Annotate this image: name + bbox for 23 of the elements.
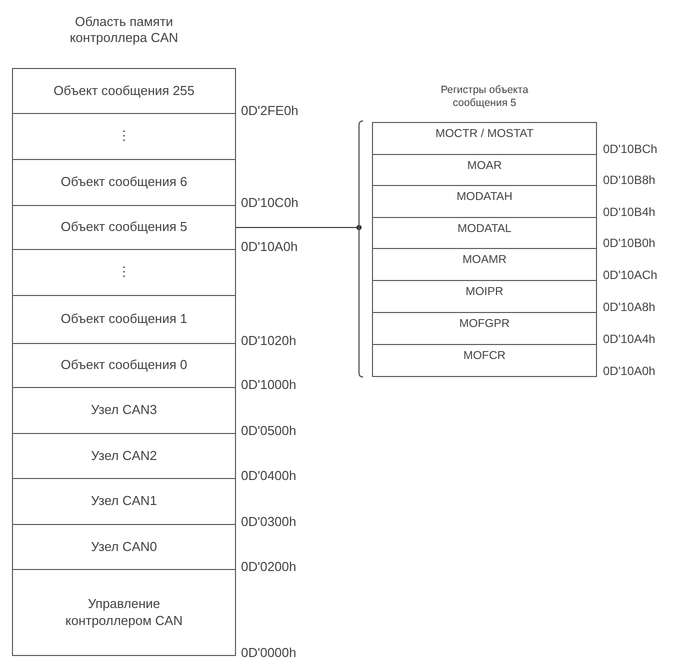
connector-line	[236, 224, 362, 230]
address-label: 0D'10B4h	[603, 205, 656, 219]
address-label: 0D'10BCh	[603, 142, 658, 156]
address-label: 0D'0200h	[241, 559, 296, 574]
group-heading: Регистры объекта сообщения 5	[440, 84, 530, 110]
address-label: 0D'10A4h	[603, 332, 656, 346]
address-label: 0D'10ACh	[603, 268, 658, 282]
address-label: 0D'0000h	[241, 645, 296, 658]
address-label: 0D'10B0h	[603, 236, 656, 250]
address-label: 0D'0400h	[241, 468, 296, 483]
address-label: 0D'10B8h	[603, 173, 656, 187]
address-label: 0D'10A8h	[603, 300, 656, 314]
memory-row: ⋮	[12, 113, 236, 160]
address-label: 0D'0300h	[241, 514, 296, 529]
address-label: 0D'1020h	[241, 333, 296, 348]
address-label: 0D'0500h	[241, 423, 296, 438]
address-label: 0D'10A0h	[241, 239, 298, 254]
address-label: 0D'10A0h	[603, 364, 656, 378]
address-label: 0D'2FE0h	[241, 103, 298, 118]
group-heading: Область памяти контроллера CAN	[68, 14, 180, 46]
address-label: 0D'10C0h	[241, 195, 298, 210]
memory-row: ⋮	[12, 249, 236, 296]
address-label: 0D'1000h	[241, 377, 296, 392]
